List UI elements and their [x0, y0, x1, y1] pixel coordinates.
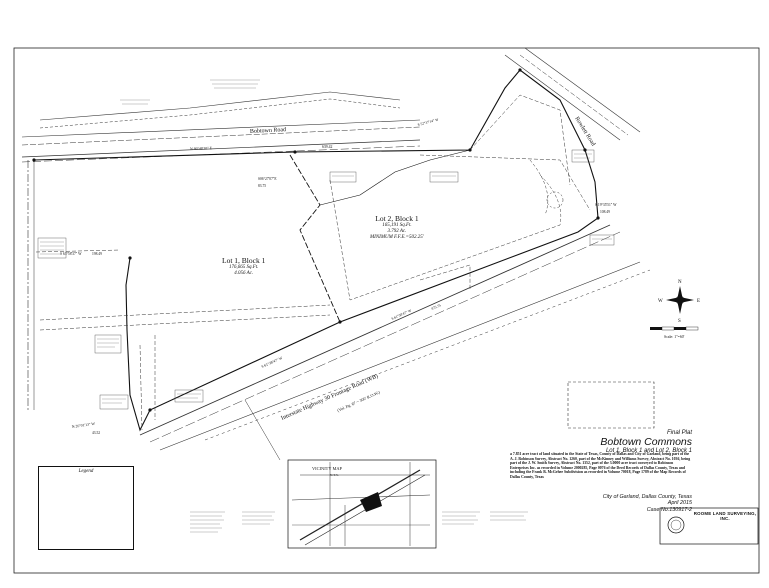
west-label: W	[658, 299, 663, 304]
bearing-inner: S06°27'07"E	[258, 177, 277, 181]
dist-6: 43.52	[92, 431, 100, 435]
bobtown-road-label: Bobtown Road	[250, 127, 286, 135]
plat-date: April 2015	[667, 500, 692, 507]
bearing-frontage: S 61°38'47" W	[261, 356, 284, 369]
bearing-lower-left: N 26°01'13" W	[72, 422, 96, 429]
dist-5: 198.49	[92, 252, 102, 256]
plat-subtitle: Lot 1, Block 1 and Lot 2, Block 1	[605, 448, 692, 454]
dist-4: 875.75	[431, 303, 442, 311]
plat-location: City of Garland, Dallas County, Texas Ap…	[548, 494, 692, 513]
dist-2: 83.75	[258, 184, 266, 188]
bearing-small-left: S 63°58'37" W	[60, 252, 82, 256]
bearing-right-upper: S 52°37'14" W	[417, 117, 439, 127]
bearing-top: N 86°48'10" E	[190, 146, 213, 151]
vicinity-map: VICINITY MAP N.T.S.	[287, 459, 437, 549]
vicinity-scale: N.T.S.	[330, 473, 339, 477]
north-arrow-icon: N S E W	[658, 280, 700, 324]
surveyor-seal-icon	[667, 516, 685, 534]
boundary-monuments	[32, 68, 600, 412]
dist-3: 108.49	[600, 210, 610, 214]
sheet-border	[13, 47, 760, 574]
stamp-area	[567, 381, 655, 429]
scale-bar: Scale: 1"=60'	[650, 326, 699, 339]
rowlett-road-row	[504, 47, 641, 141]
vicinity-title: VICINITY MAP	[312, 466, 343, 471]
south-label: S	[678, 319, 681, 324]
legend-title: Legend	[78, 469, 94, 474]
surveyor-name: ROOME LAND SURVEYING, INC.	[693, 511, 757, 521]
title-block: Final Plat Bobtown Commons Lot 1, Block …	[520, 430, 692, 454]
lot1-name: Lot 1, Block 1	[222, 256, 266, 265]
bearing-right-lower: S 19°35'51" W	[595, 203, 617, 207]
north-label: N	[678, 280, 682, 285]
lot2-ffe-note: MINIMUM F.F.E.=502.25'	[370, 235, 424, 240]
scale-label: Scale: 1"=60'	[664, 335, 685, 339]
lot2-label: Lot 2, Block 1 165,191 Sq.Ft. 3.792 Ac. …	[370, 214, 424, 241]
lot1-area-ac: 4.056 Ac.	[234, 271, 254, 276]
lot2-name: Lot 2, Block 1	[375, 214, 419, 223]
note-block-lines	[40, 79, 612, 404]
dist-1: 639.42	[322, 145, 333, 149]
easement-lines	[35, 94, 591, 431]
interstate-frontage	[139, 224, 651, 461]
plat-type: Final Plat	[666, 430, 692, 436]
lot2-area-sqft: 165,191 Sq.Ft.	[382, 223, 412, 228]
plat-case: Case No.130917-2	[646, 506, 692, 513]
note-blocks	[37, 149, 615, 410]
plat-name: Bobtown Commons	[600, 436, 692, 448]
east-label: E	[697, 299, 700, 304]
plat-city: City of Garland, Dallas County, Texas	[602, 494, 692, 500]
lot2-area-ac: 3.792 Ac.	[387, 229, 407, 234]
legend-box: Legend	[38, 466, 134, 550]
curve-easements	[529, 159, 564, 226]
rowlett-road-label: Rowlett Road	[573, 116, 596, 147]
contact-blocks	[190, 511, 528, 533]
left-road-line	[27, 160, 35, 410]
plat-description: a 7.851 acre tract of land situated in t…	[510, 452, 691, 479]
surveyor-block: ROOME LAND SURVEYING, INC.	[693, 511, 757, 521]
lot1-label: Lot 1, Block 1 176,665 Sq.Ft. 4.056 Ac.	[222, 256, 265, 277]
property-boundary	[33, 69, 599, 432]
surveyor-box	[659, 507, 759, 545]
site-marker	[360, 492, 382, 512]
lot1-area-sqft: 176,665 Sq.Ft.	[228, 265, 259, 270]
